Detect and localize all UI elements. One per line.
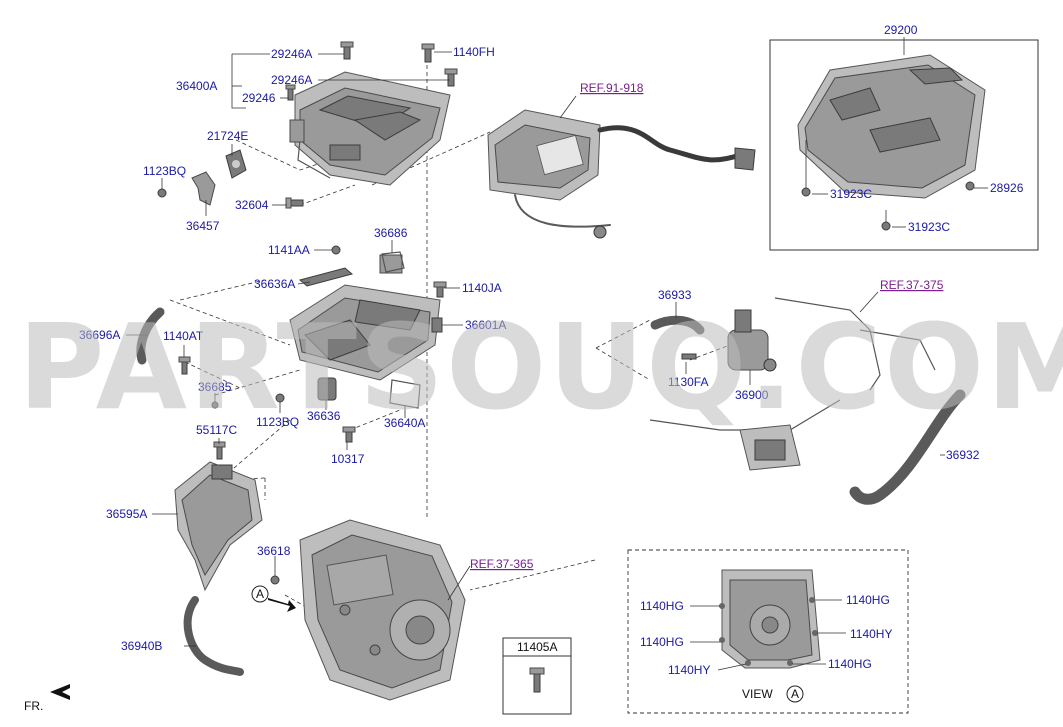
label-29200: 29200 [884,23,918,37]
grommet-31923c-left [801,187,811,197]
controller-harness-ref-91-918 [487,109,756,239]
label-21724e: 21724E [207,129,248,143]
label-29246a: 29246A [271,73,312,87]
ref-link-37-365[interactable]: REF.37-365 [470,557,534,571]
bolt-1140fh [421,43,435,63]
bracket-36457 [191,171,216,206]
grommet-31923c-bottom [881,221,891,231]
label-36685: 36685 [198,380,232,394]
label-28926: 28926 [990,181,1024,195]
view-caption-marker: A [791,687,799,701]
pe-unit-36400a [289,71,451,186]
marker-a-text: A [256,587,264,601]
label-11405a: 11405A [517,640,557,654]
label-36618: 36618 [257,544,291,558]
label-31923c: 31923C [908,220,950,234]
label-1140hg: 1140HG [846,593,890,607]
label-1140ja: 1140JA [462,281,502,295]
pump-36900 [727,309,777,372]
ref-link-37-375[interactable]: REF.37-375 [880,278,944,292]
label-36932: 36932 [946,448,980,462]
label-1140hg: 1140HG [640,599,684,613]
bolt-29246a-top [340,41,354,60]
label-1140hg: 1140HG [828,657,872,671]
label-36636: 36636 [307,409,341,423]
label-1140hg: 1140HG [640,635,684,649]
label-36640a: 36640A [384,416,425,430]
label-1123bq: 1123BQ [143,164,186,178]
bolt-1141aa [331,245,341,255]
label-29246: 29246 [242,91,276,105]
label-1141aa: 1141AA [268,243,310,257]
label-36601a: 36601A [465,318,506,332]
hose-36940b [183,596,244,676]
gasket-36686 [381,251,405,273]
label-36636a: 36636A [254,277,295,291]
hose-36932 [849,389,966,505]
label-1123bq: 1123BQ [256,415,299,429]
bolt-11405a-box [502,637,572,715]
hose-36933 [650,315,705,335]
bolt-1140at [178,356,191,375]
label-36686: 36686 [374,226,408,240]
label-29246a: 29246A [271,47,312,61]
engine-cover-29200 [797,54,986,199]
bolt-1130fa [681,353,697,360]
bracket-36595a [174,461,263,592]
bolt-29246 [285,84,296,101]
label-1140fh: 1140FH [453,45,495,59]
ref-link-91-918[interactable]: REF.91-918 [580,81,644,95]
label-31923c: 31923C [830,187,872,201]
label-1140at: 1140AT [163,329,204,343]
label-36595a: 36595A [106,507,147,521]
bolt-10317 [342,426,356,443]
label-32604: 32604 [235,198,269,212]
label-36900: 36900 [735,388,769,402]
label-1140hy: 1140HY [668,663,710,677]
view-a-caption: VIEW A [742,685,804,703]
inverter-36601a [289,254,443,381]
bolt-32604 [285,197,304,209]
gasket-21724e [225,149,247,179]
view-a-detail [719,569,821,669]
front-label: FR. [24,699,43,713]
bolt-1123bq-top [157,188,167,198]
view-caption-text: VIEW [742,687,773,701]
view-a-box [627,549,909,714]
pipe-ref-37-375 [649,297,936,471]
plate-36636a [298,267,354,287]
label-1140hy: 1140HY [850,627,892,641]
label-36400a: 36400A [176,79,217,93]
label-36933: 36933 [658,288,692,302]
label-55117c: 55117C [196,423,237,437]
label-10317: 10317 [331,452,365,466]
label-36696a: 36696A [79,328,120,342]
bolt-29246a-mid [444,68,458,87]
watermark-text: PARTSOUQ.COM [18,298,1063,436]
motor-ref-37-365 [299,519,466,701]
plug-36618 [270,575,280,585]
leader-lines [126,37,988,671]
label-36457: 36457 [186,219,220,233]
connector-36636 [317,377,337,401]
view-marker-a: A [251,585,296,612]
gasket-36640a [389,379,421,409]
bolt-11405a [529,667,545,693]
bolt-55117c [213,441,226,460]
front-arrow [50,684,70,700]
label-36940b: 36940B [121,639,162,653]
bolt-1140ja [433,281,447,298]
grommet-28926 [965,181,975,191]
label-1130fa: 1130FA [668,375,708,389]
